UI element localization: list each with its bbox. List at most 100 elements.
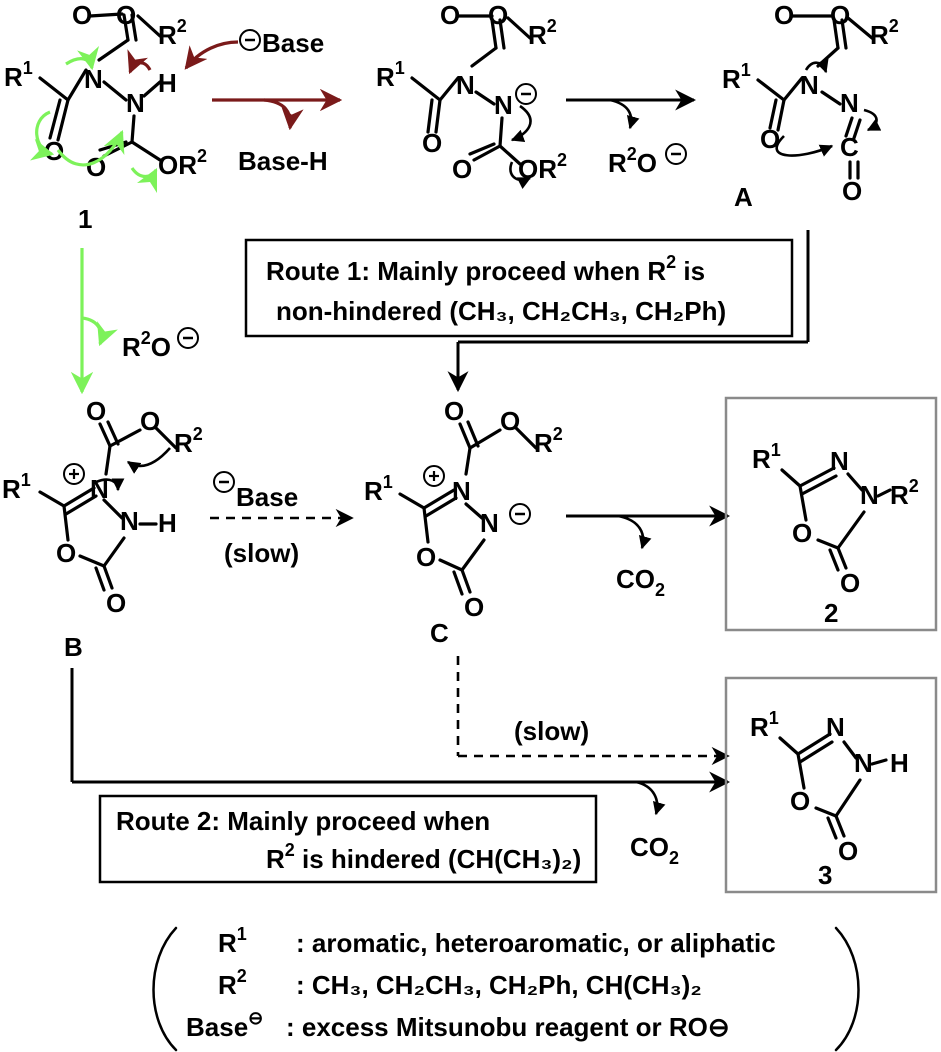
svg-text:N: N xyxy=(456,70,475,100)
alkoxide-label-left: R2O xyxy=(122,328,171,362)
c-to-3-arrow: (slow) xyxy=(456,656,730,766)
svg-text:O: O xyxy=(842,176,862,206)
compound-B-structure: R1 N O O R2 N H O O xyxy=(2,396,203,618)
svg-text:N: N xyxy=(90,474,109,504)
svg-text:H: H xyxy=(158,508,177,538)
legend-row-r1: R1 : aromatic, heteroaromatic, or alipha… xyxy=(218,924,776,958)
compound-label-3: 3 xyxy=(818,860,832,890)
svg-text:O: O xyxy=(464,592,484,622)
svg-text:O: O xyxy=(416,542,436,572)
svg-text:R2: R2 xyxy=(174,424,203,458)
svg-text:R1: R1 xyxy=(722,60,751,94)
c-to-2-arrow: CO2 xyxy=(566,505,731,600)
svg-text:N: N xyxy=(826,712,845,742)
svg-text:R1: R1 xyxy=(376,58,405,92)
svg-text:N: N xyxy=(840,88,859,118)
compound-C-structure: R1 N O O R2 N O O xyxy=(364,396,563,622)
svg-text:N: N xyxy=(854,748,873,778)
svg-text:O: O xyxy=(838,836,858,866)
svg-text:N: N xyxy=(126,88,145,118)
anion-intermediate-structure: R1 O N O O R2 N O OR2 xyxy=(376,0,567,190)
svg-text:: CH₃, CH₂CH₃, CH₂Ph, CH(CH₃)₂: : CH₃, CH₂CH₃, CH₂Ph, CH(CH₃)₂ xyxy=(296,970,702,1000)
svg-text:: aromatic, heteroaromatic, or: : aromatic, heteroaromatic, or aliphatic xyxy=(296,928,776,958)
route-1-connector xyxy=(447,230,810,393)
svg-text:OR2: OR2 xyxy=(158,146,207,180)
route-2-box: Route 2: Mainly proceed when R2 is hinde… xyxy=(98,794,598,884)
svg-text:O: O xyxy=(760,124,780,154)
svg-text:N: N xyxy=(800,70,819,100)
base-label-middle: Base xyxy=(236,482,298,512)
svg-text:O: O xyxy=(830,0,850,30)
svg-text:N: N xyxy=(860,480,879,510)
compound-label-1: 1 xyxy=(78,204,92,234)
svg-text:O: O xyxy=(488,0,508,30)
svg-text:C: C xyxy=(840,132,859,162)
slow-label-2: (slow) xyxy=(514,716,589,746)
compound-1-structure: R1 O N O O R2 N H O OR2 xyxy=(4,0,207,194)
b-to-3-arrow: CO2 xyxy=(70,668,731,868)
svg-text:R1: R1 xyxy=(2,470,31,504)
svg-text:H: H xyxy=(890,748,909,778)
svg-text:O: O xyxy=(106,588,126,618)
svg-text:O: O xyxy=(422,128,442,158)
svg-text:O: O xyxy=(792,518,812,548)
deprotonation-arrow: Base-H xyxy=(212,88,343,176)
svg-text:O: O xyxy=(840,568,860,598)
svg-text:R2: R2 xyxy=(218,966,247,1000)
svg-text:O: O xyxy=(774,0,794,30)
svg-text:O: O xyxy=(72,0,92,30)
legend: R1 : aromatic, heteroaromatic, or alipha… xyxy=(152,924,860,1052)
svg-text:N: N xyxy=(480,508,499,538)
svg-text:R1: R1 xyxy=(364,472,393,506)
svg-text:O: O xyxy=(790,786,810,816)
svg-text:R1: R1 xyxy=(750,708,779,742)
svg-text:R1: R1 xyxy=(4,58,33,92)
route-1-box: Route 1: Mainly proceed when R2 is non-h… xyxy=(244,238,794,338)
route-2-line-2: R2 is hindered (CH(CH₃)₂) xyxy=(266,840,581,874)
compound-label-2: 2 xyxy=(824,598,838,628)
svg-text:Base⊖: Base⊖ xyxy=(186,1008,263,1042)
base-h-label: Base-H xyxy=(238,146,328,176)
svg-text:O: O xyxy=(452,154,472,184)
svg-text:R2: R2 xyxy=(534,424,563,458)
svg-text:O: O xyxy=(56,538,76,568)
svg-text:O: O xyxy=(500,406,520,436)
alkoxide-label-top: R2O xyxy=(608,144,657,178)
svg-text:N: N xyxy=(452,476,471,506)
svg-text:N: N xyxy=(830,446,849,476)
compound-label-B: B xyxy=(64,632,83,662)
legend-row-r2: R2 : CH₃, CH₂CH₃, CH₂Ph, CH(CH₃)₂ xyxy=(218,966,702,1000)
compound-label-C: C xyxy=(430,618,449,648)
svg-text:R1: R1 xyxy=(218,924,247,958)
slow-label-1: (slow) xyxy=(224,538,299,568)
svg-text:O: O xyxy=(140,406,160,436)
cyclization-arrow-green: R2O xyxy=(70,248,199,395)
svg-text:Base: Base xyxy=(262,28,324,58)
compound-label-A: A xyxy=(734,182,753,212)
svg-text:H: H xyxy=(158,68,177,98)
svg-text:N: N xyxy=(120,506,139,536)
elimination-arrow: R2O xyxy=(566,89,697,178)
base-reagent-top: Base xyxy=(184,28,324,70)
svg-text:N: N xyxy=(84,64,103,94)
svg-text:O: O xyxy=(86,396,106,426)
svg-text:R2: R2 xyxy=(890,476,919,510)
svg-text:R2: R2 xyxy=(528,16,557,50)
svg-text:O: O xyxy=(440,0,460,30)
b-to-c-arrow: Base (slow) xyxy=(210,471,354,568)
svg-text:O: O xyxy=(116,0,136,30)
product-3-box: R1 N N H O O 3 xyxy=(724,676,938,894)
co2-label-2: CO2 xyxy=(630,832,679,868)
legend-row-base: Base⊖ : excess Mitsunobu reagent or RO⊖ xyxy=(186,1008,730,1042)
product-2-box: R1 N N R2 O O 2 xyxy=(724,396,938,632)
svg-text:N: N xyxy=(494,90,513,120)
route-1-line-1: Route 1: Mainly proceed when R2 is xyxy=(266,252,705,286)
co2-label-1: CO2 xyxy=(616,564,665,600)
route-1-line-2: non-hindered (CH₃, CH₂CH₃, CH₂Ph) xyxy=(276,296,726,326)
svg-text:R1: R1 xyxy=(752,440,781,474)
compound-A-structure: R1 O N O O R2 N C O xyxy=(722,0,899,206)
svg-text:R2: R2 xyxy=(158,16,187,50)
svg-text:: excess Mitsunobu reagent or: : excess Mitsunobu reagent or RO⊖ xyxy=(286,1012,730,1042)
route-2-line-1: Route 2: Mainly proceed when xyxy=(116,806,490,836)
